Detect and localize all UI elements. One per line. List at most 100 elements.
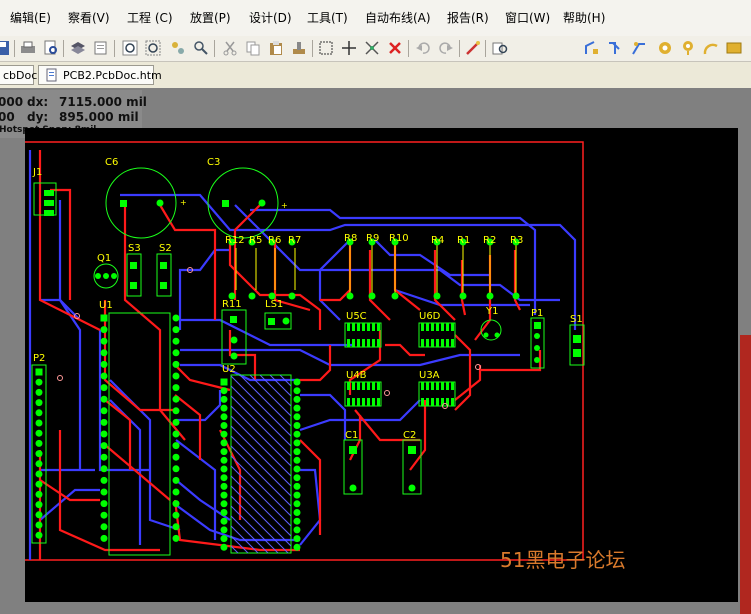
label-LS1: LS1 [265, 299, 283, 310]
pad [172, 453, 180, 461]
pad [35, 511, 43, 519]
pad [451, 339, 454, 347]
pad [35, 429, 43, 437]
menu-design[interactable]: 设计(D) [249, 11, 292, 25]
layers-icon[interactable] [70, 40, 86, 56]
vias [57, 267, 481, 409]
pad [220, 543, 228, 551]
pad [293, 430, 301, 438]
pad [451, 323, 454, 331]
pad [172, 500, 180, 508]
pad [293, 482, 301, 490]
zoom-fit-icon[interactable] [122, 40, 138, 56]
pad [293, 526, 301, 534]
pad [220, 387, 228, 395]
deselect-icon[interactable] [364, 40, 380, 56]
pad [172, 326, 180, 334]
place-arc-icon[interactable] [703, 40, 719, 56]
pad [352, 398, 355, 406]
tab-pcb2-htm[interactable]: PCB2.PcbDoc.htm [38, 65, 162, 85]
pad [367, 323, 370, 331]
pad [220, 430, 228, 438]
pad [172, 337, 180, 345]
pad [367, 382, 370, 390]
undo-icon[interactable] [415, 40, 431, 56]
pad [372, 323, 375, 331]
tab-pcbdoc[interactable]: cbDoc [0, 65, 37, 85]
Y1-outline [480, 319, 502, 341]
pad [220, 535, 228, 543]
menu-help[interactable]: 帮助(H) [563, 11, 606, 25]
paste-icon[interactable] [268, 40, 284, 56]
menu-tools[interactable]: 工具(T) [307, 11, 348, 25]
rubber-stamp-icon[interactable] [291, 40, 307, 56]
menu-window[interactable]: 窗口(W) [505, 11, 551, 25]
route-multiple-icon[interactable] [607, 40, 623, 56]
label-U2: U2 [222, 364, 236, 375]
print-preview-icon[interactable] [43, 40, 59, 56]
menu-autoroute[interactable]: 自动布线(A) [365, 11, 431, 25]
pad [367, 339, 370, 347]
select-area-icon[interactable] [318, 40, 334, 56]
place-pad-icon[interactable] [657, 40, 673, 56]
copy-icon[interactable] [245, 40, 261, 56]
LS1-outline [264, 312, 292, 330]
pcb-canvas[interactable]: + + [25, 128, 738, 602]
pad [172, 360, 180, 368]
pad [372, 382, 375, 390]
zoom-area-icon[interactable] [145, 40, 161, 56]
place-fill-icon[interactable] [726, 40, 742, 56]
menu-place[interactable]: 放置(P) [190, 11, 231, 25]
pad [35, 521, 43, 529]
select-connected-icon[interactable] [170, 40, 186, 56]
workspace-edge-strip [740, 335, 751, 614]
cut-icon[interactable] [222, 40, 238, 56]
move-icon[interactable] [341, 40, 357, 56]
bottom-layer-traces [28, 150, 577, 560]
cross-probe-icon[interactable] [465, 40, 481, 56]
pad [100, 500, 108, 508]
toolbar-separator [63, 40, 64, 57]
label-U4B: U4B [346, 370, 367, 381]
redo-icon[interactable] [438, 40, 454, 56]
save-icon[interactable] [0, 40, 10, 56]
menu-edit[interactable]: 编辑(E) [10, 11, 51, 25]
pad [293, 413, 301, 421]
pad [446, 382, 449, 390]
menu-view[interactable]: 察看(V) [68, 11, 110, 25]
pad [293, 387, 301, 395]
component-browser-icon[interactable] [492, 40, 508, 56]
pad [220, 465, 228, 473]
label-U1: U1 [99, 300, 113, 311]
pad [293, 543, 301, 551]
pad [347, 382, 350, 390]
menu-project[interactable]: 工程 (C) [127, 11, 173, 25]
differential-pair-icon[interactable] [631, 40, 647, 56]
label-R12: R12 [225, 235, 245, 246]
pad [220, 422, 228, 429]
pad [35, 450, 43, 458]
pad [441, 323, 444, 331]
pad [352, 382, 355, 390]
forum-watermark: 51黑电子论坛 [500, 548, 626, 572]
pcb-board[interactable]: + + [25, 128, 738, 602]
pad [220, 474, 228, 482]
label-Y1: Y1 [485, 306, 498, 317]
place-via-icon[interactable] [680, 40, 696, 56]
label-C3: C3 [207, 157, 220, 168]
open-file-icon[interactable] [93, 40, 109, 56]
print-icon[interactable] [20, 40, 36, 56]
interactive-route-icon[interactable] [584, 40, 600, 56]
menu-reports[interactable]: 报告(R) [447, 11, 489, 25]
pad [35, 460, 43, 468]
pad [436, 323, 439, 331]
pad [293, 500, 301, 508]
pad [220, 395, 228, 403]
pad [436, 339, 439, 347]
zoom-selected-icon[interactable] [193, 40, 209, 56]
pad [357, 382, 360, 390]
clear-icon[interactable] [387, 40, 403, 56]
menu-bar: 编辑(E) 察看(V) 工程 (C) 放置(P) 设计(D) 工具(T) 自动布… [0, 0, 751, 37]
toolbar-separator [312, 40, 313, 57]
pad [100, 407, 108, 415]
